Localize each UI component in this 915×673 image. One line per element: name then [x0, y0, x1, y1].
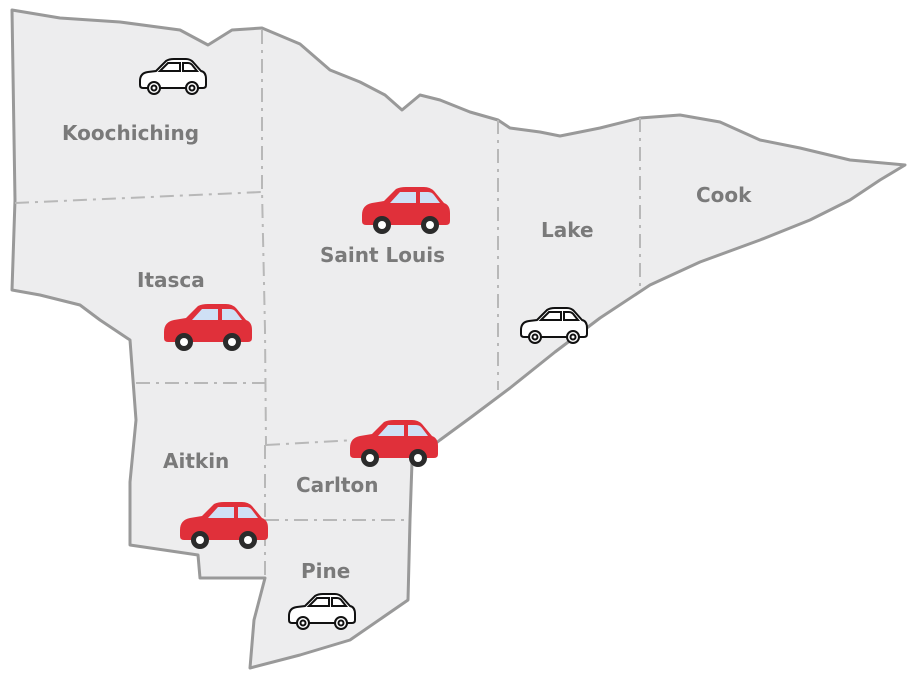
- county-label-carlton: Carlton: [296, 473, 378, 497]
- county-label-cook: Cook: [696, 183, 752, 207]
- county-label-aitkin: Aitkin: [163, 449, 229, 473]
- county-label-pine: Pine: [301, 559, 350, 583]
- county-label-itasca: Itasca: [137, 268, 205, 292]
- county-label-lake: Lake: [541, 218, 594, 242]
- arrowhead-region-outline: [10, 8, 907, 670]
- county-label-koochiching: Koochiching: [62, 121, 199, 145]
- county-label-saint-louis: Saint Louis: [320, 243, 445, 267]
- border-line: [261, 30, 267, 446]
- border-line: [14, 191, 263, 204]
